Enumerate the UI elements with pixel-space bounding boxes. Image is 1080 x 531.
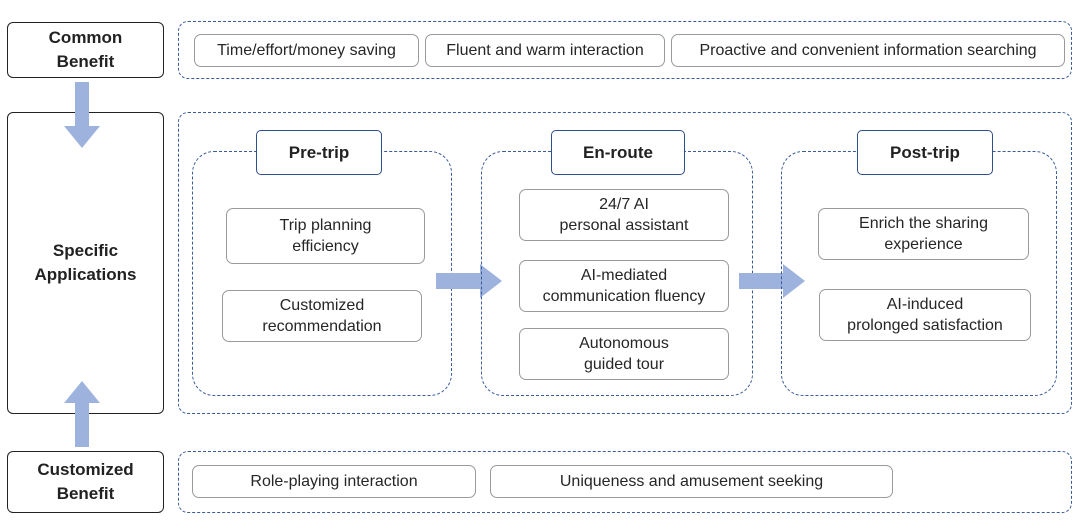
down-arrow-icon — [64, 82, 100, 148]
common-benefit-item: Proactive and convenient information sea… — [671, 34, 1065, 67]
en-route-title: En-route — [551, 130, 685, 175]
up-arrow-icon — [64, 381, 100, 447]
common-benefit-item: Fluent and warm interaction — [425, 34, 665, 67]
customized-benefit-label: Customized Benefit — [7, 451, 164, 513]
customized-benefit-item: Role-playing interaction — [192, 465, 476, 498]
common-benefit-item: Time/effort/money saving — [194, 34, 419, 67]
specific-applications-label: Specific Applications — [7, 112, 164, 414]
post-trip-title: Post-trip — [857, 130, 993, 175]
customized-benefit-container — [178, 451, 1072, 513]
pre-trip-panel — [192, 151, 452, 396]
pre-trip-item: Trip planning efficiency — [226, 208, 425, 264]
specific-applications-container — [178, 112, 1072, 414]
right-arrow-icon — [436, 264, 502, 298]
post-trip-panel — [781, 151, 1057, 396]
en-route-item: AI-mediated communication fluency — [519, 260, 729, 312]
post-trip-item: Enrich the sharing experience — [818, 208, 1029, 260]
post-trip-item: AI-induced prolonged satisfaction — [819, 289, 1031, 341]
pre-trip-item: Customized recommendation — [222, 290, 422, 342]
common-benefit-container — [178, 21, 1072, 79]
customized-benefit-item: Uniqueness and amusement seeking — [490, 465, 893, 498]
en-route-item: Autonomous guided tour — [519, 328, 729, 380]
common-benefit-label: Common Benefit — [7, 22, 164, 78]
en-route-item: 24/7 AI personal assistant — [519, 189, 729, 241]
right-arrow-icon — [739, 264, 805, 298]
pre-trip-title: Pre-trip — [256, 130, 382, 175]
